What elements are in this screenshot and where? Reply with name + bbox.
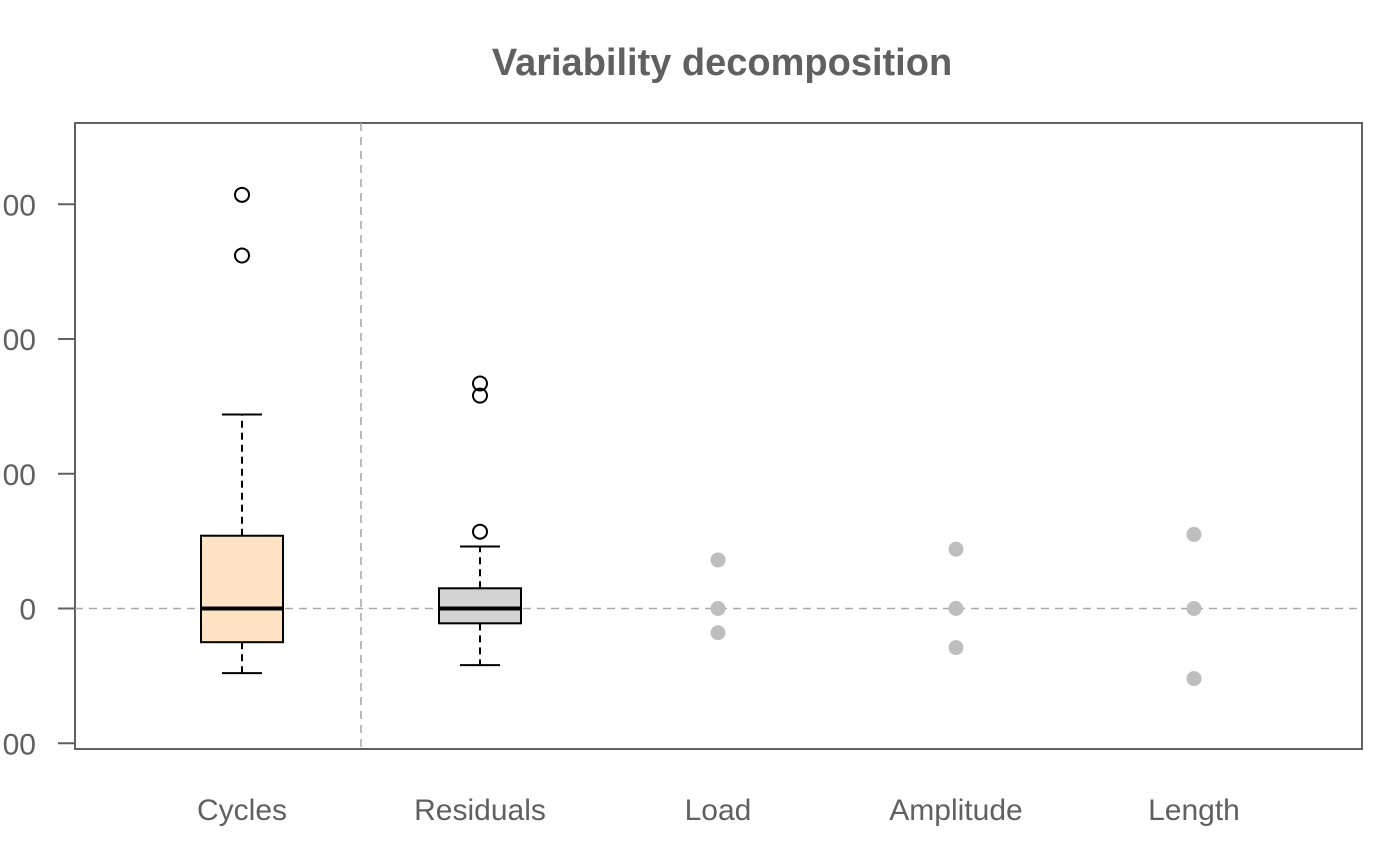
data-point: [948, 541, 964, 557]
boxplots: [200, 186, 522, 675]
data-point: [948, 640, 964, 656]
point-series: [710, 526, 1202, 687]
data-point: [710, 552, 726, 568]
x-label-length: Length: [1148, 794, 1240, 827]
boxplot-residuals: [438, 375, 522, 667]
y-tick-label: 00: [3, 459, 36, 492]
data-point: [710, 625, 726, 641]
data-point: [948, 601, 964, 616]
x-label-load: Load: [685, 794, 752, 827]
data-point: [1186, 671, 1202, 687]
y-tick-label: 00: [3, 189, 36, 222]
outlier-point: [472, 523, 488, 540]
data-point: [1186, 601, 1202, 616]
plot-frame: [74, 122, 1363, 750]
data-point: [1186, 526, 1202, 542]
box-iqr: [438, 587, 522, 625]
y-tick-label: 0: [19, 594, 36, 627]
x-axis-labels: Cycles Residuals Load Amplitude Length: [197, 794, 1240, 827]
outlier-point: [234, 247, 250, 264]
reference-lines: [75, 123, 1362, 749]
points-amplitude: [948, 541, 964, 656]
y-tick-label: 00: [3, 324, 36, 357]
data-point: [710, 601, 726, 616]
y-tick-label: 00: [3, 728, 36, 761]
points-length: [1186, 526, 1202, 687]
outlier-point: [234, 186, 250, 203]
points-load: [710, 552, 726, 641]
outlier-point: [472, 375, 488, 392]
x-label-residuals: Residuals: [414, 794, 546, 827]
x-label-cycles: Cycles: [197, 794, 287, 827]
boxplot-cycles: [200, 186, 284, 675]
chart-title: Variability decomposition: [492, 42, 952, 84]
x-label-amplitude: Amplitude: [889, 794, 1022, 827]
box-iqr: [200, 534, 284, 644]
outlier-point: [472, 387, 488, 404]
